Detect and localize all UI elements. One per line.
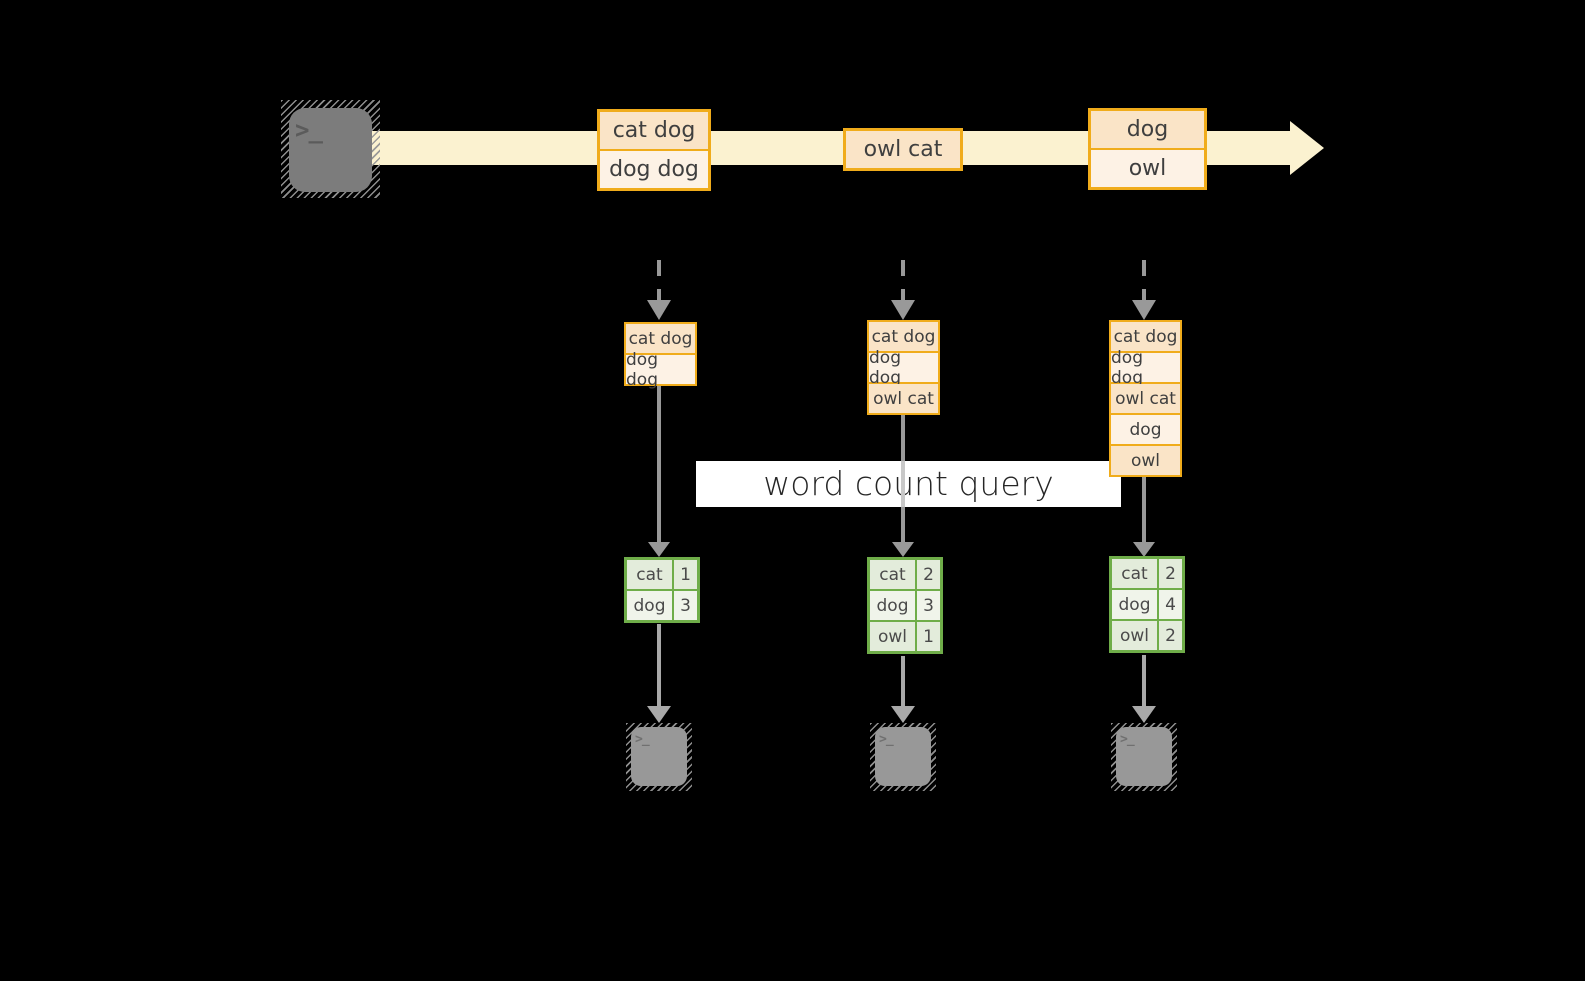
stack-line: cat dog	[869, 322, 938, 351]
count-value-cell: 1	[917, 622, 940, 651]
word-count-query-label: word count query	[696, 461, 1121, 507]
count-word-cell: dog	[627, 591, 672, 620]
dashed-arrow-head-icon	[1132, 300, 1156, 320]
dashed-arrow-head-icon	[647, 300, 671, 320]
stream-batch-3: dog owl	[1088, 108, 1207, 190]
count-word-cell: cat	[627, 560, 672, 589]
micro-batch-stack-3: cat dog dog dog owl cat dog owl	[1109, 320, 1182, 477]
batch-line: cat dog	[600, 112, 708, 149]
batch-line: dog dog	[600, 151, 708, 188]
output-arrow-head-icon	[647, 706, 671, 723]
count-word-cell: dog	[870, 591, 915, 620]
terminal-prompt-icon: >_	[635, 732, 650, 747]
query-arrow-head-icon	[892, 542, 914, 557]
terminal-body	[631, 727, 687, 786]
count-word-cell: dog	[1112, 590, 1157, 619]
stack-line: owl cat	[869, 384, 938, 413]
arrow-through-label	[901, 461, 905, 507]
terminal-prompt-icon: >_	[295, 116, 323, 144]
stream-batch-2: owl cat	[843, 128, 963, 171]
batch-line: dog	[1091, 111, 1204, 148]
stack-line: cat dog	[1111, 322, 1180, 351]
count-table-1: cat 1 dog 3	[624, 557, 700, 623]
terminal-prompt-icon: >_	[879, 732, 894, 747]
stream-batch-1: cat dog dog dog	[597, 109, 711, 191]
terminal-body	[875, 727, 931, 786]
count-value-cell: 2	[1159, 621, 1182, 650]
dashed-arrow-shaft	[901, 260, 905, 302]
count-value-cell: 4	[1159, 590, 1182, 619]
output-arrow-shaft	[657, 624, 661, 707]
count-word-cell: owl	[870, 622, 915, 651]
count-word-cell: owl	[1112, 621, 1157, 650]
batch-line: owl	[1091, 150, 1204, 187]
terminal-body	[1116, 727, 1172, 786]
micro-batch-stack-2: cat dog dog dog owl cat	[867, 320, 940, 415]
stack-line: owl	[1111, 446, 1180, 475]
stack-line: dog dog	[1111, 348, 1180, 388]
dashed-arrow-shaft	[657, 260, 661, 302]
output-arrow-shaft	[901, 656, 905, 707]
output-terminal-icon: >_	[1111, 723, 1177, 791]
count-value-cell: 3	[917, 591, 940, 620]
count-table-2: cat 2 dog 3 owl 1	[867, 557, 943, 654]
count-table-3: cat 2 dog 4 owl 2	[1109, 556, 1185, 653]
count-value-cell: 2	[917, 560, 940, 589]
stack-line: dog dog	[626, 350, 695, 390]
query-arrow-shaft	[1142, 477, 1146, 542]
output-arrow-head-icon	[891, 706, 915, 723]
batch-line: owl cat	[846, 131, 960, 168]
source-terminal-icon: >_	[281, 100, 380, 198]
count-value-cell: 3	[674, 591, 697, 620]
terminal-body	[289, 108, 372, 192]
query-arrow-shaft	[657, 384, 661, 542]
stack-line: dog	[1111, 415, 1180, 444]
micro-batch-stack-1: cat dog dog dog	[624, 322, 697, 390]
query-arrow-head-icon	[648, 542, 670, 557]
output-terminal-icon: >_	[626, 723, 692, 791]
output-arrow-head-icon	[1132, 706, 1156, 723]
dashed-arrow-head-icon	[891, 300, 915, 320]
count-value-cell: 2	[1159, 559, 1182, 588]
stack-line: cat dog	[626, 324, 695, 353]
count-value-cell: 1	[674, 560, 697, 589]
terminal-prompt-icon: >_	[1120, 732, 1135, 747]
stack-line: owl cat	[1111, 384, 1180, 413]
output-arrow-shaft	[1142, 655, 1146, 707]
query-arrow-head-icon	[1133, 542, 1155, 557]
output-terminal-icon: >_	[870, 723, 936, 791]
count-word-cell: cat	[870, 560, 915, 589]
count-word-cell: cat	[1112, 559, 1157, 588]
stack-line: dog dog	[869, 348, 938, 388]
dashed-arrow-shaft	[1142, 260, 1146, 302]
stream-arrowhead-icon	[1290, 121, 1324, 175]
